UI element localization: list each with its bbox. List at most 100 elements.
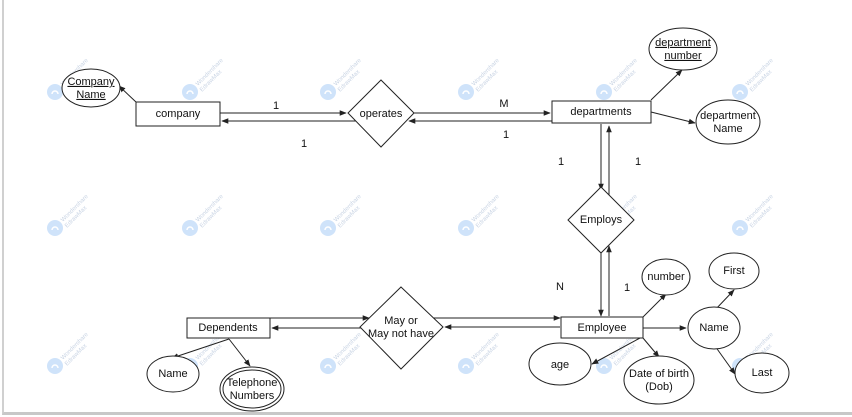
entity-dependents[interactable]: Dependents (186, 317, 271, 339)
watermark-logo-glyph (51, 364, 59, 369)
relationship-may-have-label-2: May not have (368, 328, 434, 340)
cardinality-labels: 1 1 M 1 1 1 N 1 (273, 98, 641, 294)
watermark-logo-glyph (736, 226, 744, 231)
connector-dept-number (650, 69, 683, 101)
entity-employee-label: Employee (578, 322, 627, 334)
watermark-logo-icon (47, 84, 63, 100)
attribute-name-first[interactable]: First (708, 252, 760, 290)
attribute-employee-age[interactable]: age (528, 342, 592, 386)
cardinality-employs-employee-right: 1 (624, 282, 630, 294)
watermark-logo-icon (458, 220, 474, 236)
watermark-logo-glyph (324, 364, 332, 369)
watermark-logo-glyph (600, 364, 608, 369)
relationship-employs-label: Employs (580, 214, 623, 226)
attribute-department-number-label-2: number (664, 50, 702, 62)
connector-name-first (714, 289, 735, 311)
attribute-telephone-numbers-label-2: Numbers (230, 390, 275, 402)
entity-employee[interactable]: Employee (560, 316, 644, 339)
attribute-name-first-label: First (723, 265, 744, 277)
cardinality-operates-departments-bottom: 1 (503, 129, 509, 141)
connector-name-last (714, 345, 736, 375)
attribute-telephone-numbers[interactable]: Telephone Numbers (219, 366, 285, 412)
attribute-department-name[interactable]: department Name (695, 99, 761, 145)
attribute-name-last[interactable]: Last (734, 352, 790, 394)
cardinality-operates-departments-top: M (499, 98, 508, 110)
attribute-employee-age-label: age (551, 359, 569, 371)
relationship-may-have[interactable]: May or May not have (359, 286, 444, 370)
watermark-logo-icon (320, 358, 336, 374)
cardinality-company-operates-top: 1 (273, 100, 279, 112)
watermark-logo-glyph (186, 90, 194, 95)
attribute-name-last-label: Last (752, 367, 773, 379)
watermark-logo-glyph (462, 90, 470, 95)
watermark-logo-glyph (186, 226, 194, 231)
attribute-company-name-label-2: Name (76, 89, 105, 101)
watermark-logo-icon (320, 220, 336, 236)
attribute-employee-name[interactable]: Name (687, 306, 741, 350)
connector-employee-dob (642, 337, 660, 358)
attribute-dependent-name-label: Name (158, 368, 187, 380)
watermark-logo-glyph (51, 90, 59, 95)
watermark-logo-icon (182, 84, 198, 100)
connector-dept-name (650, 111, 696, 125)
watermark-logo-icon (732, 220, 748, 236)
attribute-department-number-label-1: department (655, 37, 711, 49)
watermark-logo-glyph (600, 90, 608, 95)
connector-employee-age (591, 337, 641, 365)
watermark-logo-icon (596, 84, 612, 100)
connector-company-name (118, 85, 137, 103)
watermark-logo-glyph (324, 226, 332, 231)
watermark-logo-glyph (462, 364, 470, 369)
cardinality-employs-employee-left: N (556, 281, 564, 293)
watermark-logo-icon (458, 358, 474, 374)
attribute-department-number[interactable]: department number (648, 27, 718, 71)
watermark-logo-icon (596, 358, 612, 374)
relationship-may-have-label-1: May or (384, 315, 418, 327)
connector-dependents-phone (228, 338, 251, 367)
attribute-department-name-label-2: Name (713, 123, 742, 135)
entity-company-label: company (156, 108, 201, 120)
attribute-company-name[interactable]: Company Name (61, 68, 121, 108)
attribute-company-name-label-1: Company (67, 76, 115, 88)
cardinality-departments-employs-left: 1 (558, 156, 564, 168)
attribute-department-name-label-1: department (700, 110, 756, 122)
entity-departments-label: departments (570, 106, 632, 118)
watermark-logo-icon (732, 84, 748, 100)
watermark-logo-glyph (462, 226, 470, 231)
watermark-logo-icon (47, 220, 63, 236)
attribute-employee-dob-label-1: Date of birth (629, 368, 689, 380)
connector-employee-number (642, 293, 667, 318)
watermark-logo-glyph (51, 226, 59, 231)
connector-dependents-name (171, 338, 230, 359)
attribute-dependent-name[interactable]: Name (146, 355, 200, 393)
attribute-employee-dob-label-2: (Dob) (645, 381, 673, 393)
relationship-employs[interactable]: Employs (567, 186, 635, 254)
relationship-operates[interactable]: operates (347, 79, 415, 148)
cardinality-departments-employs-right: 1 (635, 156, 641, 168)
connectors (118, 69, 736, 375)
attribute-employee-dob[interactable]: Date of birth (Dob) (623, 355, 695, 405)
attribute-employee-number[interactable]: number (641, 258, 691, 296)
entity-company[interactable]: company (135, 101, 221, 127)
watermark-logo-icon (320, 84, 336, 100)
watermark-logo-icon (458, 84, 474, 100)
watermark-logo-icon (47, 358, 63, 374)
watermark-logo-glyph (736, 90, 744, 95)
relationship-operates-label: operates (360, 108, 403, 120)
cardinality-company-operates-bottom: 1 (301, 138, 307, 150)
entity-departments[interactable]: departments (551, 100, 652, 124)
